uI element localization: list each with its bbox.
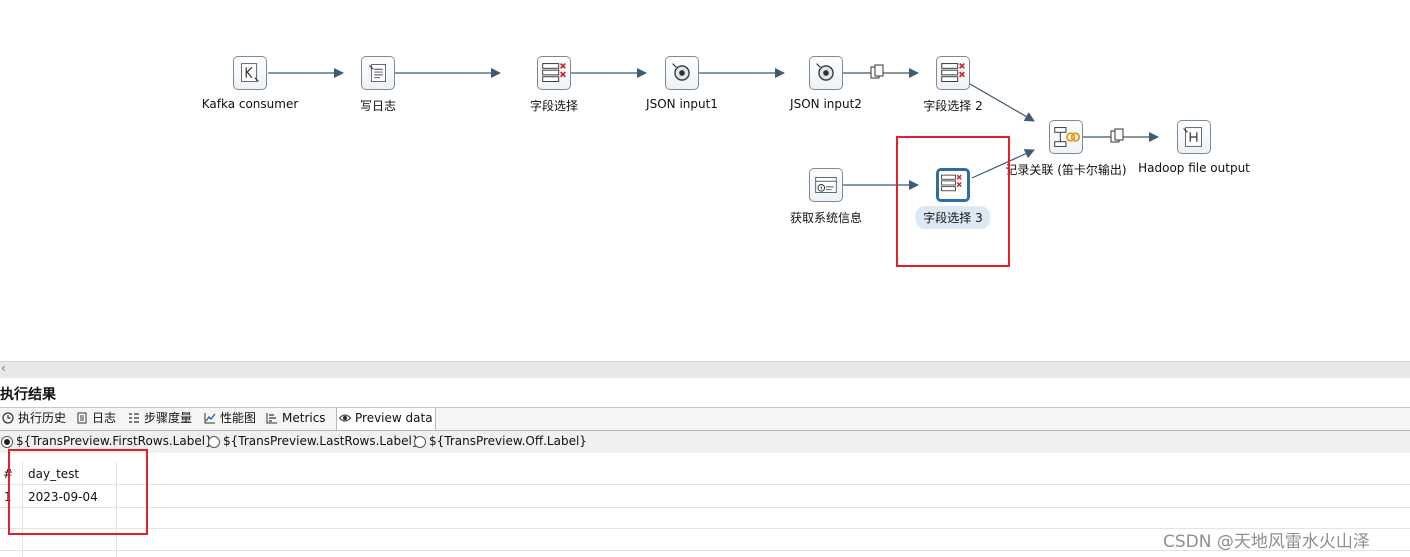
history-icon bbox=[2, 412, 14, 424]
transformation-canvas[interactable]: Kafka consumer 写日志 字段选择 JSON input1 bbox=[0, 0, 1410, 360]
step-json-input-1[interactable] bbox=[665, 56, 699, 90]
radio-first-rows[interactable]: ${TransPreview.FirstRows.Label} bbox=[1, 434, 213, 448]
hop-select3-join bbox=[971, 149, 1035, 179]
tab-step-metrics[interactable]: 步骤度量 bbox=[126, 408, 200, 430]
step-hadoop-file-output[interactable] bbox=[1177, 120, 1211, 154]
step-label-write-log: 写日志 bbox=[359, 99, 397, 113]
collapse-arrow-icon[interactable]: ‹ bbox=[1, 361, 6, 375]
table-cell-day-test[interactable]: 2023-09-04 bbox=[28, 490, 98, 504]
json-input-icon bbox=[816, 63, 834, 81]
step-kafka-consumer[interactable] bbox=[233, 56, 267, 90]
step-select-values-3[interactable] bbox=[936, 168, 970, 202]
tab-execution-history[interactable]: 执行历史 bbox=[0, 408, 72, 430]
tab-metrics[interactable]: Metrics bbox=[264, 408, 334, 430]
step-get-system-info[interactable] bbox=[809, 168, 843, 202]
radio-preview-off[interactable]: ${TransPreview.Off.Label} bbox=[414, 434, 587, 448]
eye-icon bbox=[339, 414, 351, 422]
grid-divider bbox=[0, 507, 1410, 508]
radio-indicator[interactable] bbox=[414, 436, 426, 448]
log-icon bbox=[369, 64, 386, 82]
row-number: 1 bbox=[4, 490, 12, 504]
tab-preview-data[interactable]: Preview data bbox=[336, 408, 436, 430]
step-label-select-values-2: 字段选择 2 bbox=[923, 99, 983, 113]
preview-data-table[interactable]: # day_test 1 2023-09-04 bbox=[0, 449, 1410, 557]
panel-splitter[interactable]: ‹ bbox=[0, 361, 1410, 378]
step-metrics-icon bbox=[129, 413, 139, 423]
select-values-icon bbox=[542, 62, 566, 82]
results-panel-title: 执行结果 bbox=[0, 387, 56, 403]
step-join-rows[interactable] bbox=[1049, 120, 1083, 154]
hop-select2-join bbox=[969, 83, 1035, 122]
join-rows-icon bbox=[1054, 127, 1081, 147]
grid-divider bbox=[116, 462, 117, 557]
step-select-values-2[interactable] bbox=[936, 56, 970, 90]
preview-mode-options: ${TransPreview.FirstRows.Label} ${TransP… bbox=[0, 431, 1410, 453]
tab-log[interactable]: 日志 bbox=[74, 408, 124, 430]
radio-last-rows[interactable]: ${TransPreview.LastRows.Label} bbox=[208, 434, 419, 448]
step-select-values-1[interactable] bbox=[537, 56, 571, 90]
system-info-icon bbox=[815, 177, 837, 193]
performance-chart-icon bbox=[204, 413, 216, 424]
step-label-join-rows: 记录关联 (笛卡尔输出) bbox=[1005, 163, 1127, 177]
kafka-icon bbox=[241, 63, 259, 82]
grid-divider bbox=[0, 484, 1410, 485]
step-label-hadoop-file-output: Hadoop file output bbox=[1138, 161, 1250, 175]
grid-divider bbox=[0, 550, 1410, 551]
radio-indicator[interactable] bbox=[1, 436, 13, 448]
step-write-log[interactable] bbox=[361, 56, 395, 90]
annotation-highlight-box bbox=[896, 136, 1010, 267]
select-values-icon bbox=[941, 174, 962, 192]
step-label-kafka-consumer: Kafka consumer bbox=[201, 97, 299, 111]
log-icon bbox=[77, 412, 87, 424]
grid-divider bbox=[22, 462, 23, 557]
copy-rows-icon bbox=[870, 64, 884, 79]
copy-rows-icon bbox=[1110, 128, 1124, 143]
results-tab-bar: 执行历史 日志 步骤度量 性能图 Metrics Preview data bbox=[0, 407, 1410, 431]
metrics-icon bbox=[266, 413, 277, 424]
select-values-icon bbox=[941, 62, 965, 82]
hops-layer bbox=[268, 68, 1159, 190]
step-label-json-input-2: JSON input2 bbox=[790, 97, 862, 111]
step-label-select-values-1: 字段选择 bbox=[529, 99, 579, 113]
step-label-get-system-info: 获取系统信息 bbox=[789, 211, 863, 225]
json-input-icon bbox=[672, 63, 690, 81]
tab-performance-chart[interactable]: 性能图 bbox=[202, 408, 262, 430]
grid-divider bbox=[0, 528, 1410, 529]
step-json-input-2[interactable] bbox=[809, 56, 843, 90]
column-header-day-test[interactable]: day_test bbox=[28, 467, 80, 481]
step-label-json-input-1: JSON input1 bbox=[646, 97, 718, 111]
hadoop-output-icon bbox=[1183, 127, 1202, 147]
watermark: CSDN @天地风雷水火山泽 bbox=[1163, 532, 1370, 552]
annotation-highlight-box bbox=[8, 449, 148, 535]
radio-indicator[interactable] bbox=[208, 436, 220, 448]
step-label-select-values-3: 字段选择 3 bbox=[915, 206, 991, 229]
